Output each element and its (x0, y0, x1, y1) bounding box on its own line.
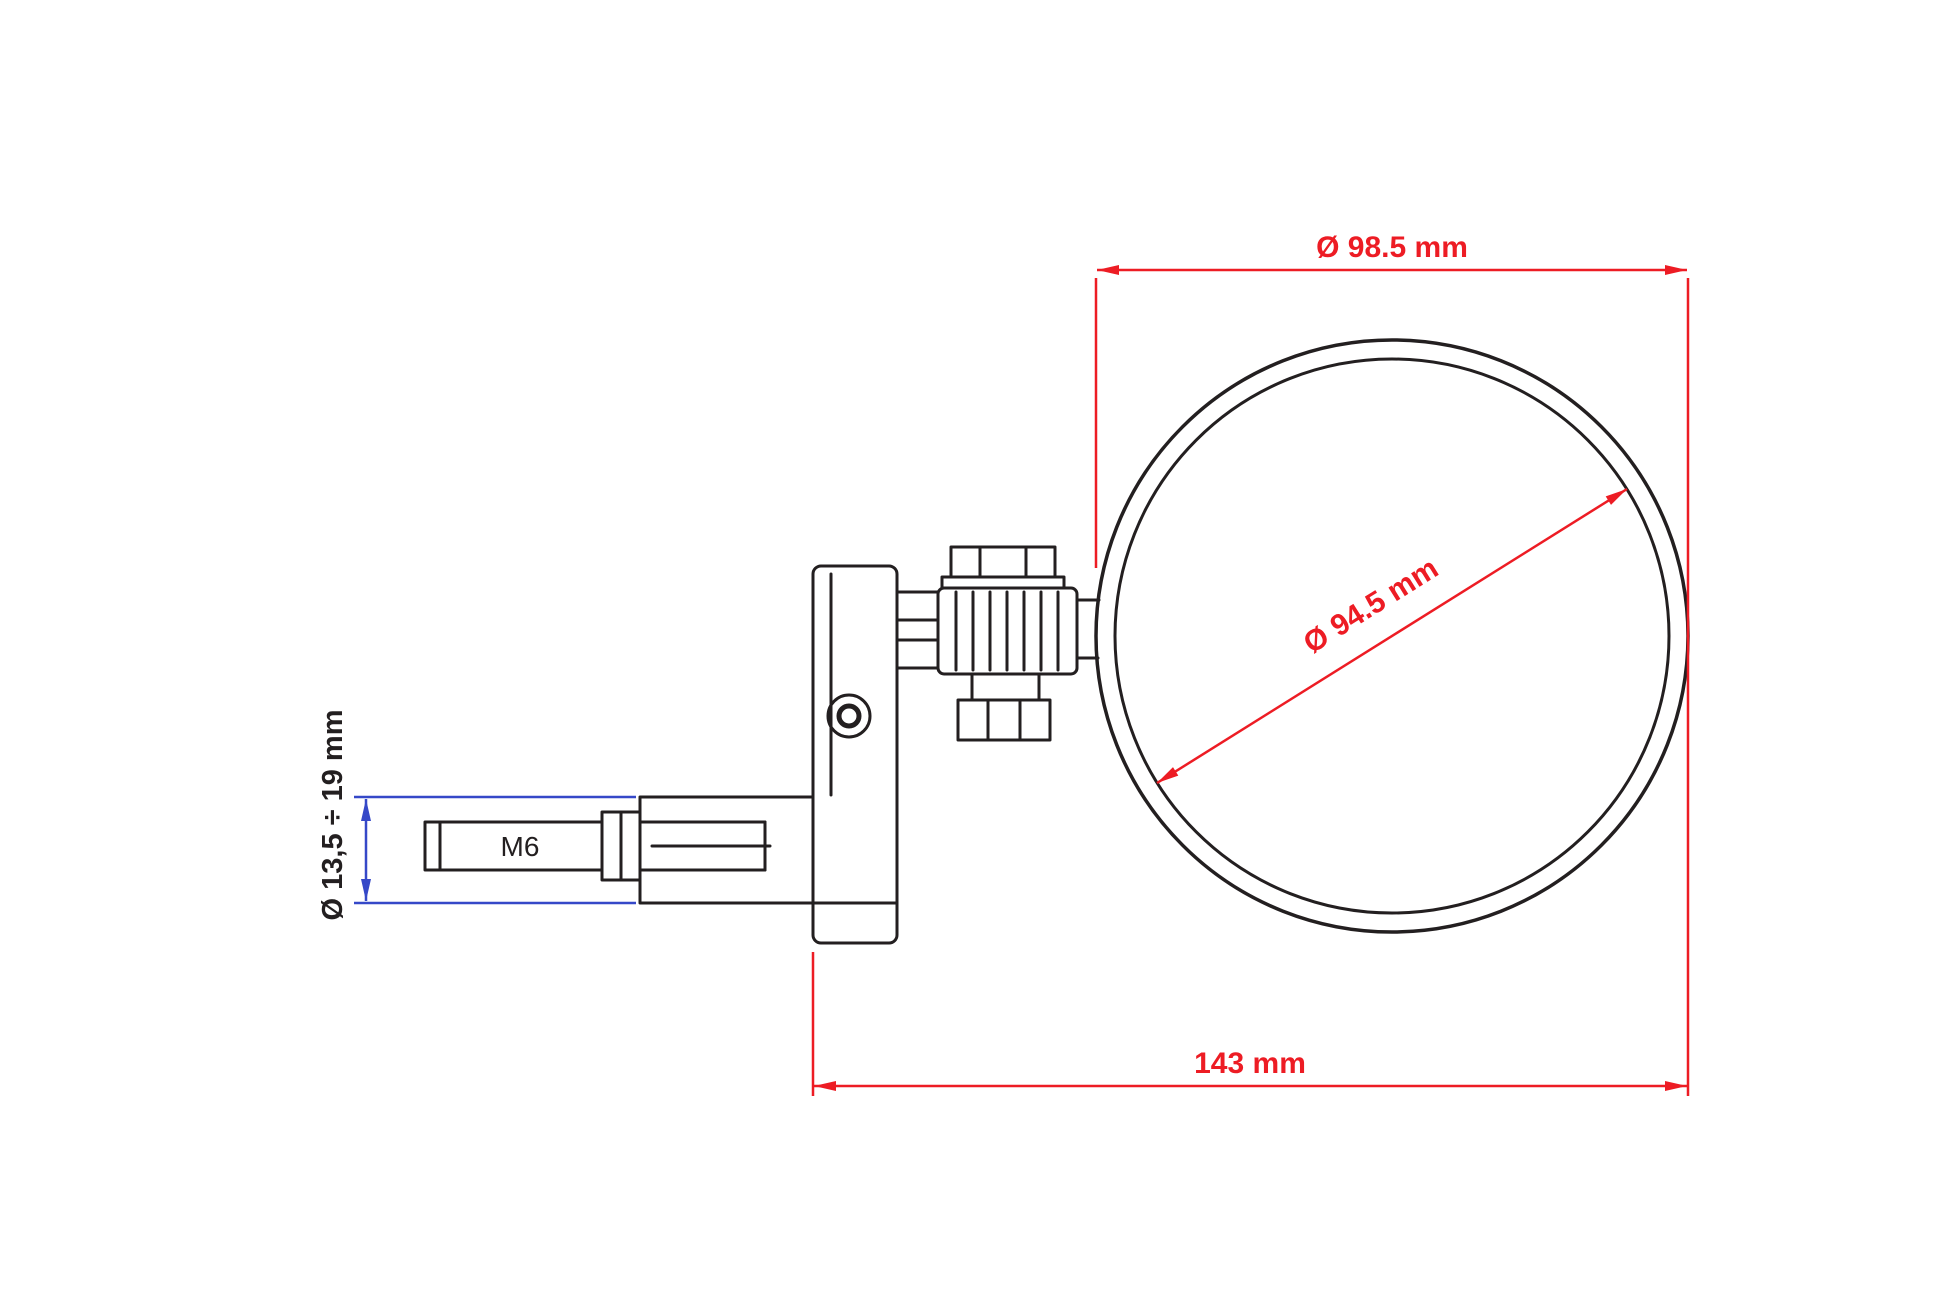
blue-dimension-group (354, 795, 636, 905)
mirror-glass-edge (1113, 357, 1671, 915)
body-outline (811, 564, 899, 945)
clamp-hex-nut (956, 698, 1052, 742)
clamp-collar (970, 672, 1041, 702)
pivot-screw-inner (836, 703, 862, 729)
clamp-range-label: Ø 13,5 ÷ 19 mm (317, 710, 349, 921)
pivot-screw-outer (826, 693, 872, 739)
clamp-top-washer (940, 575, 1066, 590)
sleeve-body (638, 795, 815, 905)
part-outline-group (423, 338, 1690, 945)
mounting-body (811, 564, 899, 945)
hinge-clamp (895, 545, 1101, 742)
bolt-thread-label: M6 (501, 831, 540, 862)
red-dimension-group (811, 265, 1690, 1096)
expander-sleeve (638, 795, 815, 905)
clamp-bolt-head (949, 545, 1057, 579)
glass-diameter-label: Ø 94.5 mm (1298, 552, 1444, 660)
hinge-ridges (954, 590, 1060, 672)
dim-line-glass-diameter (1156, 487, 1628, 785)
overall-length-label: 143 mm (1194, 1047, 1306, 1080)
outer-diameter-label: Ø 98.5 mm (1316, 231, 1468, 264)
